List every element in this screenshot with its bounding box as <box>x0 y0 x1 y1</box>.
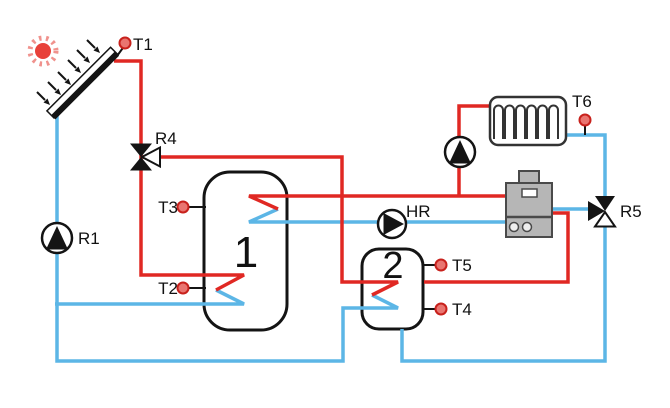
boiler-supply-pipe <box>248 194 507 211</box>
pump-radiator <box>443 135 477 169</box>
boiler-knob <box>521 221 533 233</box>
sensors <box>118 36 592 316</box>
valve-r4-to-tank2-pipe <box>141 155 399 297</box>
sensor-stems <box>116 44 586 310</box>
solar-collector-icon <box>45 46 120 120</box>
sun-icon <box>27 35 59 67</box>
boiler-display <box>521 188 538 198</box>
label-r4: R4 <box>155 129 177 148</box>
sensor-t4-dot <box>434 302 448 316</box>
solar-return-pipe <box>55 114 399 363</box>
label-t6: T6 <box>572 92 592 111</box>
label-t3: T3 <box>158 198 178 217</box>
labels: T1 R4 T3 T2 R1 HR T5 T4 T6 R5 1 2 <box>78 35 642 319</box>
collector-supply-pipe <box>114 59 245 292</box>
label-t1: T1 <box>133 35 153 54</box>
pump-hr <box>376 208 408 240</box>
radiator-icon <box>488 95 568 147</box>
storage-tank-1 <box>202 170 289 332</box>
tank1-solar-coil-return-pipe <box>55 288 245 306</box>
sun-rays <box>27 35 59 67</box>
pump-hr-arrow-icon <box>383 213 404 235</box>
sensor-t2-dot <box>176 281 190 295</box>
label-t4: T4 <box>452 300 472 319</box>
cold-pipes <box>55 114 607 363</box>
collector-glass <box>45 46 119 120</box>
radiator-return-pipe <box>566 133 607 199</box>
sensor-t6-dot <box>578 113 592 127</box>
sun-core <box>35 43 51 59</box>
valve-r5-icon <box>588 196 617 228</box>
sensor-t3-dot <box>176 200 190 214</box>
sensor-t1-dot <box>118 36 132 50</box>
pump-r1-arrow-icon <box>46 226 68 250</box>
tank2-bottom-return-pipe <box>400 223 607 363</box>
label-tank-2: 2 <box>382 245 403 287</box>
boiler-icon <box>505 170 553 238</box>
boiler-to-tank2-pipe <box>424 211 570 284</box>
pump-r1 <box>40 221 74 255</box>
label-r5: R5 <box>620 202 642 221</box>
collector-absorber <box>51 51 120 120</box>
label-r1: R1 <box>78 229 100 248</box>
sun-arrows-icon <box>36 39 100 105</box>
label-t5: T5 <box>452 256 472 275</box>
hot-pipes <box>114 59 570 297</box>
valve-r4-icon <box>130 143 161 171</box>
tank1-boiler-coil-return-pipe <box>248 207 507 224</box>
label-t2: T2 <box>158 279 178 298</box>
pump-radiator-arrow-icon <box>449 140 471 164</box>
label-hr: HR <box>406 202 431 221</box>
sensor-t5-dot <box>434 258 448 272</box>
label-tank-1: 1 <box>234 228 258 277</box>
boiler-knob <box>508 221 520 233</box>
